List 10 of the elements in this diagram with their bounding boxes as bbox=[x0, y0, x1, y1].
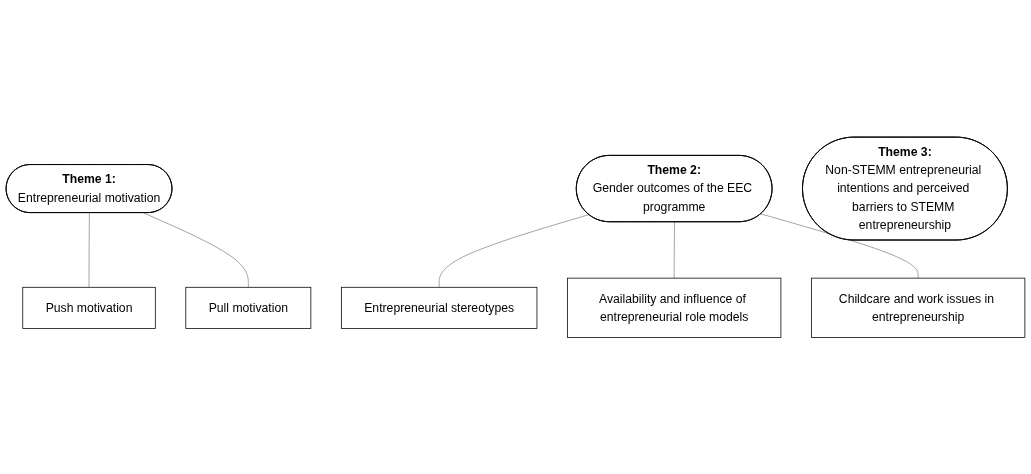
node-box: Childcare and work issues in entrepreneurship bbox=[811, 277, 1026, 338]
node-box: Entrepreneurial stereotypes bbox=[340, 286, 538, 329]
connector bbox=[673, 221, 675, 279]
node-box: Availability and influence of entrepreneurial role models bbox=[567, 277, 782, 338]
connector bbox=[88, 212, 90, 288]
node-box: Pull motivation bbox=[185, 286, 312, 329]
connector bbox=[143, 212, 249, 288]
node-box: Push motivation bbox=[22, 286, 156, 329]
connector bbox=[438, 213, 590, 288]
connector bbox=[760, 213, 919, 279]
